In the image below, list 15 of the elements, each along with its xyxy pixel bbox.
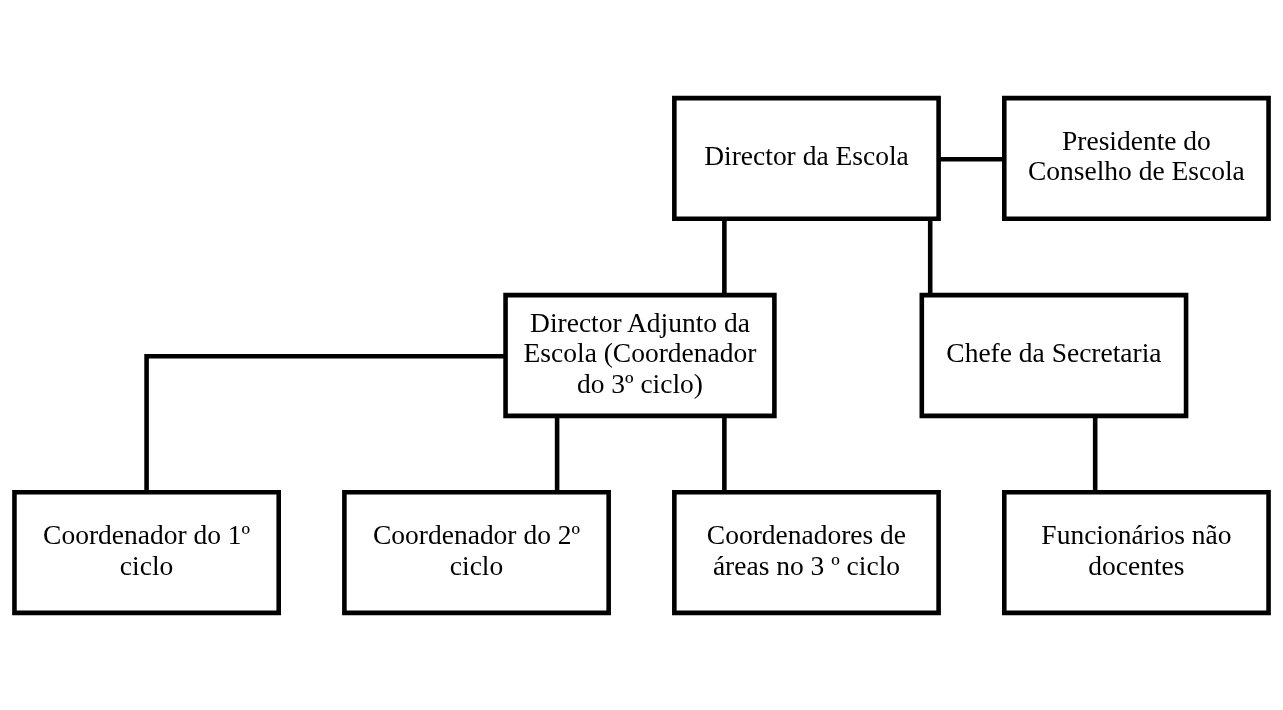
node-box: Chefe da Secretaria: [919, 292, 1189, 418]
connector: [722, 415, 727, 492]
connector: [144, 353, 506, 492]
node-box: Coordenadores de áreas no 3 º ciclo: [672, 489, 941, 615]
node-box: Funcionários não docentes: [1002, 489, 1271, 615]
connector: [938, 156, 1005, 161]
connector: [722, 218, 727, 295]
node-box: Director Adjunto da Escola (Coordenador do 3º ciclo): [503, 292, 777, 418]
node-box: Director da Escola: [672, 95, 941, 221]
connector: [1092, 415, 1098, 492]
node-box: Coordenador do 1º ciclo: [12, 489, 281, 615]
connector: [927, 218, 933, 295]
node-box: Presidente do Conselho de Escola: [1002, 95, 1271, 221]
node-box: Coordenador do 2º ciclo: [342, 489, 611, 615]
connector: [554, 415, 560, 492]
